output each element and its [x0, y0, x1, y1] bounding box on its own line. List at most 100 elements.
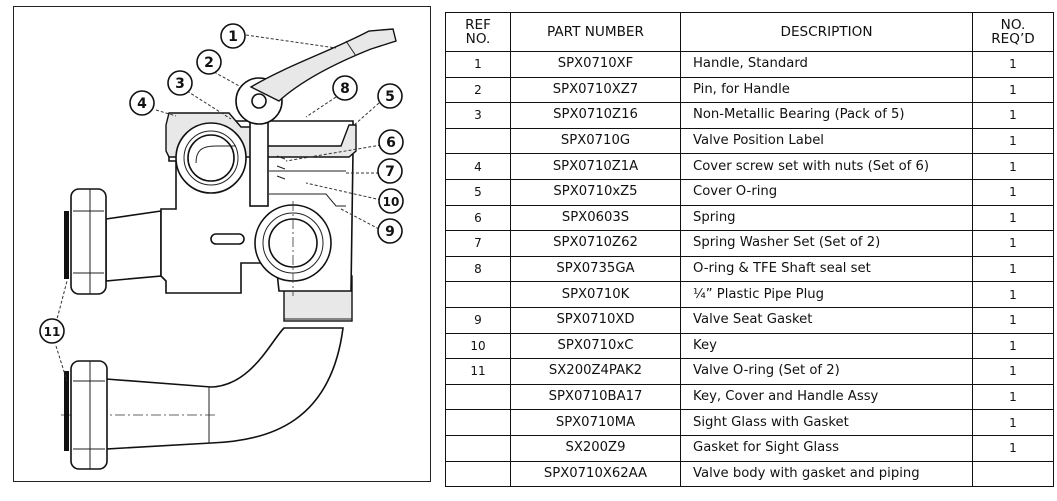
description-cell: Cover screw set with nuts (Set of 6) [680, 153, 973, 180]
ref-no-cell: 8 [445, 255, 511, 283]
part-number-cell: SPX0710X62AA [510, 460, 681, 488]
svg-text:7: 7 [385, 164, 395, 180]
part-number-cell: SPX0710Z62 [510, 230, 681, 257]
handle [249, 28, 397, 102]
description-cell: Key [680, 332, 973, 360]
callout-5: 5 [377, 83, 403, 109]
svg-text:6: 6 [386, 135, 396, 151]
ref-no-cell [445, 409, 511, 436]
header-description: DESCRIPTION [680, 12, 973, 52]
part-number-cell: SPX0710xZ5 [510, 178, 681, 206]
svg-text:4: 4 [137, 96, 147, 112]
ref-no-cell: 4 [445, 153, 511, 180]
description-cell: ¼” Plastic Pipe Plug [680, 281, 973, 308]
qty-cell: 1 [972, 204, 1054, 232]
description-cell: Key, Cover and Handle Assy [680, 383, 973, 411]
description-cell: Gasket for Sight Glass [680, 434, 973, 462]
ref-no-cell [445, 434, 511, 462]
valve-drawing: 1 2 3 4 8 5 6 7 10 9 11 [39, 23, 404, 470]
svg-text:8: 8 [340, 81, 350, 97]
qty-cell: 1 [972, 281, 1054, 308]
description-cell: Sight Glass with Gasket [680, 409, 973, 436]
parts-table: REF NO. PART NUMBER DESCRIPTION NO. REQ’… [445, 12, 1054, 488]
part-number-cell: SPX0710G [510, 127, 681, 155]
description-cell: Valve Seat Gasket [680, 306, 973, 334]
elbow-pipe [105, 327, 344, 450]
qty-cell: 1 [972, 383, 1054, 411]
qty-cell: 1 [972, 153, 1054, 180]
callout-2: 2 [196, 49, 222, 75]
description-cell: Pin, for Handle [680, 76, 973, 104]
header-ref-no: REF NO. [445, 12, 511, 52]
qty-cell: 1 [972, 178, 1054, 206]
description-cell: Valve body with gasket and piping [680, 460, 973, 488]
part-number-cell: SPX0710XD [510, 306, 681, 334]
part-number-cell: SX200Z4PAK2 [510, 358, 681, 385]
part-number-cell: SPX0710Z16 [510, 102, 681, 129]
ref-no-cell: 3 [445, 102, 511, 129]
svg-text:2: 2 [204, 55, 214, 71]
svg-text:10: 10 [383, 195, 400, 209]
svg-text:9: 9 [385, 224, 395, 240]
part-number-cell: SPX0710XF [510, 51, 681, 78]
qty-cell: 1 [972, 102, 1054, 129]
qty-cell: 1 [972, 306, 1054, 334]
ref-no-cell: 5 [445, 178, 511, 206]
qty-cell: 1 [972, 332, 1054, 360]
callout-9: 9 [377, 218, 403, 244]
callout-1: 1 [220, 23, 246, 49]
description-cell: Spring [680, 204, 973, 232]
description-cell: Cover O-ring [680, 178, 973, 206]
ref-no-cell: 9 [445, 306, 511, 334]
svg-text:3: 3 [175, 76, 185, 92]
svg-text:11: 11 [44, 325, 61, 339]
ref-no-cell [445, 383, 511, 411]
part-number-cell: SPX0710xC [510, 332, 681, 360]
qty-cell: 1 [972, 409, 1054, 436]
callout-7: 7 [377, 158, 403, 184]
description-cell: Non-Metallic Bearing (Pack of 5) [680, 102, 973, 129]
upper-union-nut [70, 188, 107, 295]
callout-10: 10 [378, 188, 404, 214]
qty-cell: 1 [972, 76, 1054, 104]
description-cell: Valve Position Label [680, 127, 973, 155]
qty-cell [972, 460, 1054, 488]
callout-8: 8 [332, 75, 358, 101]
part-number-cell: SX200Z9 [510, 434, 681, 462]
ref-no-cell: 6 [445, 204, 511, 232]
callout-4: 4 [129, 90, 155, 116]
svg-text:5: 5 [385, 89, 395, 105]
ref-no-cell: 7 [445, 230, 511, 257]
part-number-cell: SPX0710MA [510, 409, 681, 436]
part-number-cell: SPX0710Z1A [510, 153, 681, 180]
valve-exploded-diagram: 1 2 3 4 8 5 6 7 10 9 11 [13, 6, 431, 482]
ref-no-cell [445, 127, 511, 155]
ref-no-cell [445, 281, 511, 308]
description-cell: O-ring & TFE Shaft seal set [680, 255, 973, 283]
part-number-cell: SPX0710BA17 [510, 383, 681, 411]
callout-11: 11 [39, 318, 65, 344]
qty-cell: 1 [972, 255, 1054, 283]
qty-cell: 1 [972, 127, 1054, 155]
description-cell: Handle, Standard [680, 51, 973, 78]
header-qty: NO. REQ’D [972, 12, 1054, 52]
part-number-cell: SPX0710K [510, 281, 681, 308]
part-number-cell: SPX0710XZ7 [510, 76, 681, 104]
ref-no-cell: 2 [445, 76, 511, 104]
qty-cell: 1 [972, 51, 1054, 78]
